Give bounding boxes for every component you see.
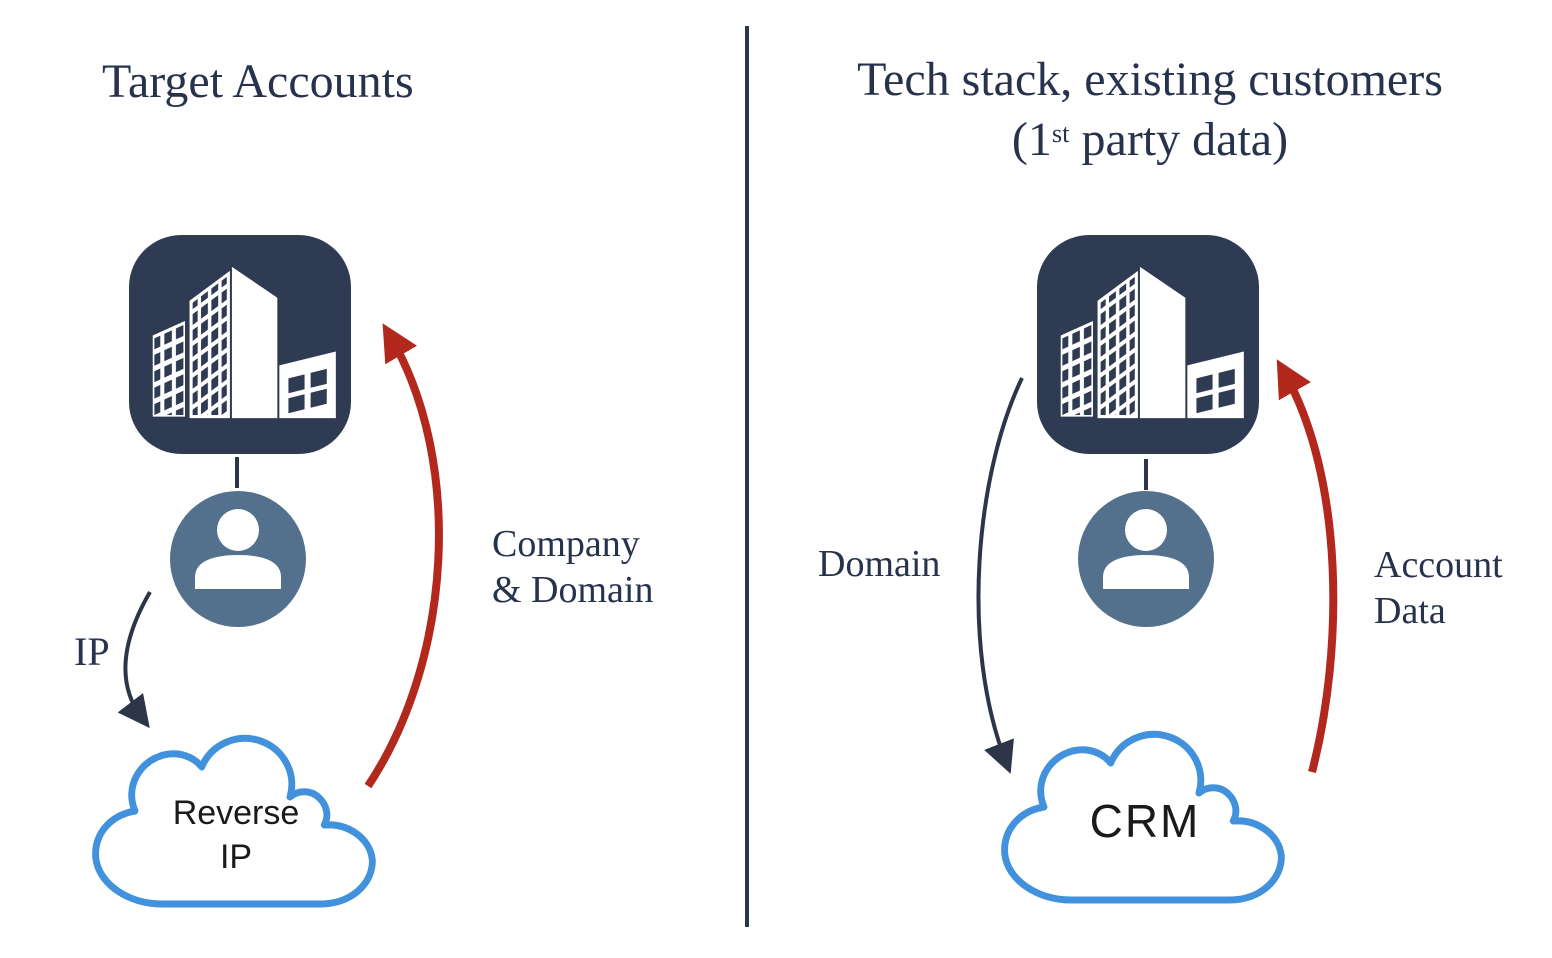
left-panel-title: Target Accounts (102, 55, 414, 108)
crm-cloud-label: CRM (1089, 795, 1201, 847)
cloud-shape (1001, 730, 1285, 904)
ip-flow-arrow (117, 590, 152, 729)
right-title-line1: Tech stack, existing customers (857, 53, 1443, 106)
right-title-line2: (1st party data) (1011, 113, 1289, 166)
superscript-st: st (1051, 117, 1070, 148)
account-data-label: Account Data (1374, 544, 1503, 632)
cloud-label-line2: IP (219, 838, 253, 876)
ip-flow-label: IP (74, 629, 110, 674)
panel-divider (745, 26, 749, 927)
person-icon (1078, 491, 1214, 627)
company-domain-return-arrow (364, 323, 443, 789)
cloud-label-line1: Reverse (172, 794, 300, 832)
reverse-ip-cloud-label: Reverse IP (106, 791, 366, 879)
person-icon (170, 491, 306, 627)
building-tower-lit-face (231, 266, 278, 419)
building-tower-lit-face (1139, 266, 1186, 419)
building-icon (1037, 234, 1259, 455)
domain-flow-label: Domain (818, 543, 941, 585)
account-data-return-arrow (1276, 359, 1338, 773)
domain-flow-arrow (976, 377, 1024, 774)
company-domain-label: Company & Domain (492, 523, 654, 611)
cloud-shape (92, 734, 376, 908)
building-icon (129, 234, 351, 455)
right-panel-title: Tech stack, existing customers (1st part… (800, 50, 1500, 176)
